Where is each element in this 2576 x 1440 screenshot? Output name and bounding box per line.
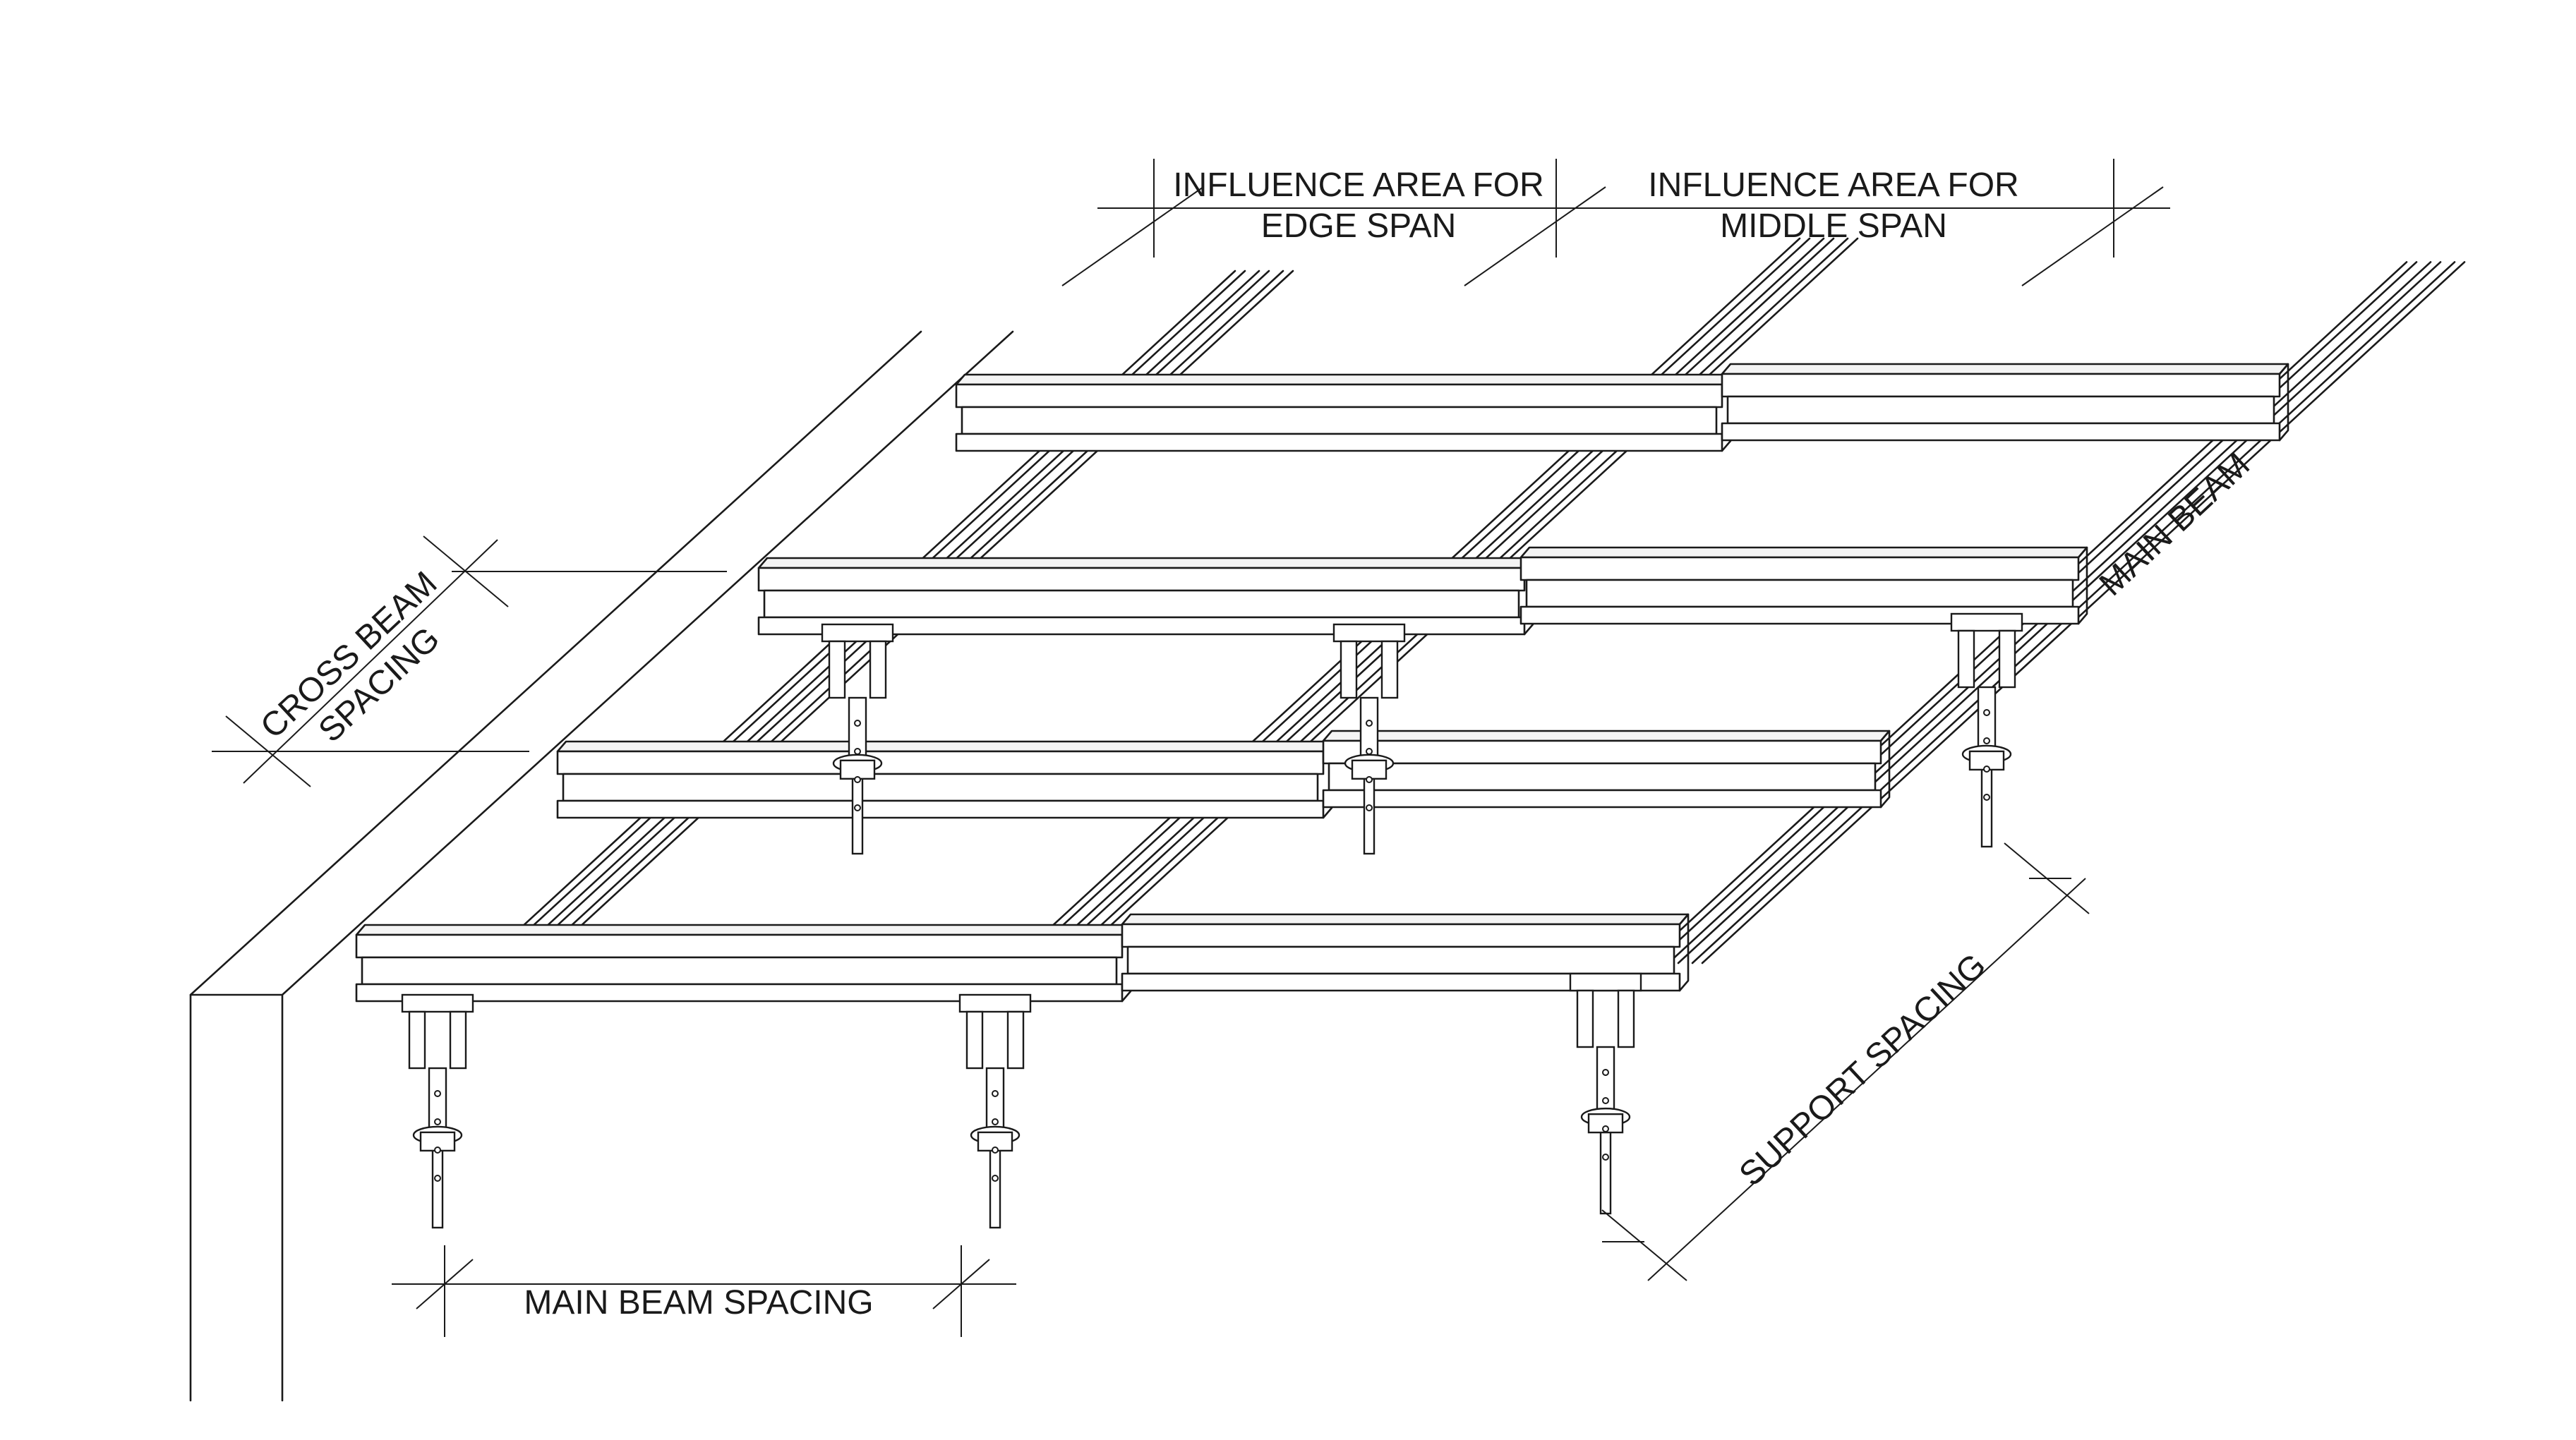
support-prop-1 bbox=[401, 993, 474, 1229]
dimension-support-spacing bbox=[1601, 842, 2090, 1281]
cross-beam-3 bbox=[757, 557, 1534, 636]
influence-edge-label-2: EDGE SPAN bbox=[1261, 207, 1457, 245]
cross-beam-4 bbox=[1519, 546, 2088, 625]
support-spacing-label: SUPPORT SPACING bbox=[1733, 947, 1994, 1194]
support-prop-2 bbox=[958, 993, 1032, 1229]
main-beam-spacing-label: MAIN BEAM SPACING bbox=[524, 1284, 873, 1321]
influence-middle-label-2: MIDDLE SPAN bbox=[1720, 207, 1947, 245]
dimension-cross-beam-spacing bbox=[212, 536, 727, 787]
influence-edge-label-1: INFLUENCE AREA FOR bbox=[1173, 167, 1543, 204]
support-prop-4 bbox=[821, 623, 894, 855]
main-beam-label: MAIN BEAM bbox=[2093, 446, 2257, 603]
support-props bbox=[401, 612, 2023, 1229]
cross-beam-5 bbox=[556, 740, 1333, 819]
dimension-main-beam-spacing bbox=[392, 1245, 1016, 1337]
cross-beam-7 bbox=[355, 924, 1132, 1003]
influence-middle-label-1: INFLUENCE AREA FOR bbox=[1648, 167, 2018, 204]
dimension-influence-areas bbox=[1061, 159, 2170, 286]
cross-beams bbox=[355, 363, 2289, 1003]
support-prop-6 bbox=[1950, 612, 2023, 848]
cross-beam-2 bbox=[1721, 363, 2289, 442]
cross-beam-1 bbox=[955, 373, 1732, 452]
cross-beam-6 bbox=[1322, 730, 1891, 809]
support-prop-5 bbox=[1332, 623, 1406, 855]
wall-edge bbox=[189, 330, 1014, 1402]
support-prop-3 bbox=[1569, 972, 1642, 1215]
cross-beam-8 bbox=[1121, 913, 1690, 992]
